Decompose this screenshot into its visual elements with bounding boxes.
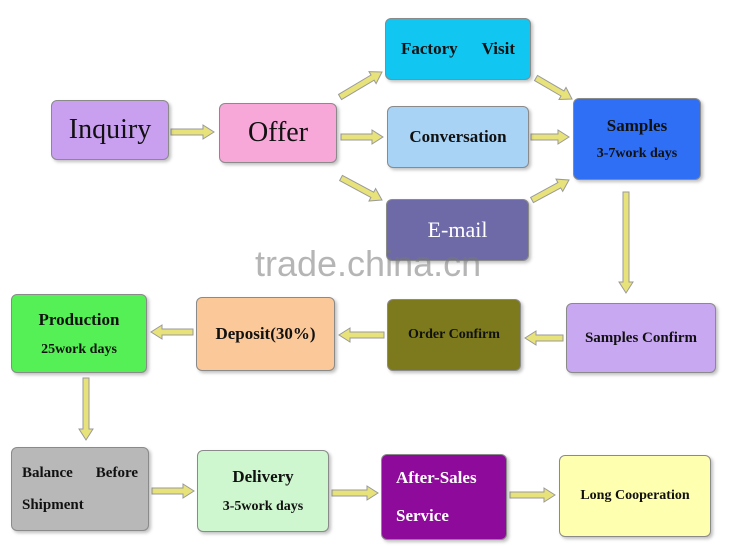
balance-box: Balance Before Shipment	[11, 447, 149, 531]
email-label: E-mail	[427, 217, 488, 242]
watermark: trade.china.cn	[255, 243, 482, 284]
arrow-aftersales-longcoop	[509, 487, 556, 503]
arrow-order-deposit	[338, 327, 385, 343]
production-box: Production 25work days	[11, 294, 147, 373]
balance-label-1: Balance	[22, 464, 73, 481]
factory-visit-box: Factory Visit	[385, 18, 531, 80]
production-days: 25work days	[41, 341, 117, 357]
offer-label: Offer	[247, 117, 309, 148]
balance-label-2: Before	[95, 464, 138, 481]
factory-visit-label-2: Visit	[481, 39, 515, 58]
production-label: Production	[38, 309, 120, 329]
arrow-group	[78, 71, 634, 503]
offer-box: Offer	[219, 103, 337, 163]
balance-label-3: Shipment	[22, 496, 84, 513]
deposit-box: Deposit(30%)	[196, 297, 335, 371]
email-box: E-mail	[386, 199, 529, 261]
arrow-offer-conversation	[340, 129, 384, 145]
inquiry-label: Inquiry	[68, 114, 152, 145]
order-confirm-label: Order Confirm	[408, 327, 500, 342]
arrow-conversation-samples	[530, 129, 570, 145]
deposit-label: Deposit(30%)	[215, 324, 316, 343]
samples-confirm-box: Samples Confirm	[566, 303, 716, 373]
after-sales-box: After-Sales Service	[381, 454, 507, 540]
samples-box: Samples 3-7work days	[573, 98, 701, 180]
delivery-days: 3-5work days	[222, 499, 304, 514]
arrow-balance-delivery	[151, 483, 195, 499]
samples-confirm-label: Samples Confirm	[584, 329, 698, 346]
conversation-label: Conversation	[409, 127, 507, 146]
samples-label: Samples	[606, 116, 668, 135]
arrow-delivery-aftersales	[331, 485, 379, 501]
arrow-factory-samples	[533, 74, 573, 101]
arrow-offer-email	[338, 174, 383, 202]
arrow-production-balance	[78, 377, 94, 441]
long-cooperation-box: Long Cooperation	[559, 455, 711, 537]
order-confirm-box: Order Confirm	[387, 299, 521, 371]
arrow-deposit-production	[150, 324, 194, 340]
samples-days: 3-7work days	[596, 146, 678, 161]
factory-visit-label-1: Factory	[400, 39, 458, 58]
arrow-inquiry-offer	[170, 124, 215, 140]
arrow-samplesconfirm-order	[524, 330, 564, 346]
after-sales-label-2: Service	[396, 506, 449, 525]
inquiry-box: Inquiry	[51, 100, 169, 160]
delivery-label: Delivery	[232, 467, 294, 486]
arrow-samples-samplesconfirm	[618, 191, 634, 294]
conversation-box: Conversation	[387, 106, 529, 168]
after-sales-label-1: After-Sales	[396, 468, 477, 487]
delivery-box: Delivery 3-5work days	[197, 450, 329, 532]
arrow-email-samples	[529, 178, 570, 204]
arrow-offer-factory	[337, 71, 383, 101]
long-cooperation-label: Long Cooperation	[580, 488, 690, 503]
